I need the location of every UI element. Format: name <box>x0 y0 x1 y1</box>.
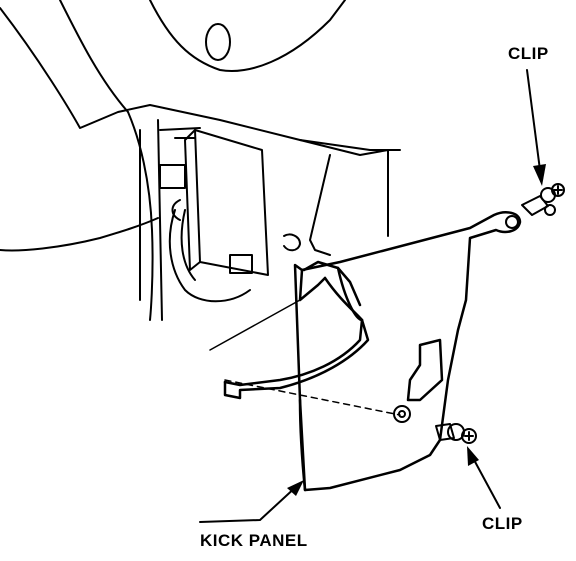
dashboard-outline <box>0 0 400 320</box>
leader-arrows <box>200 70 540 522</box>
kick-panel <box>225 212 520 490</box>
reference-lines <box>210 300 400 415</box>
arrowheads <box>287 164 546 496</box>
clip-label-bottom: CLIP <box>482 514 523 533</box>
arrowhead-bottom <box>467 446 479 466</box>
control-unit <box>140 120 268 320</box>
clip-label-top: CLIP <box>508 44 549 63</box>
arrowhead-top <box>533 164 546 186</box>
clip-bottom <box>394 406 476 443</box>
arrowhead-kick <box>287 480 304 496</box>
kick-panel-label: KICK PANEL <box>200 531 308 550</box>
clip-top <box>506 184 564 228</box>
